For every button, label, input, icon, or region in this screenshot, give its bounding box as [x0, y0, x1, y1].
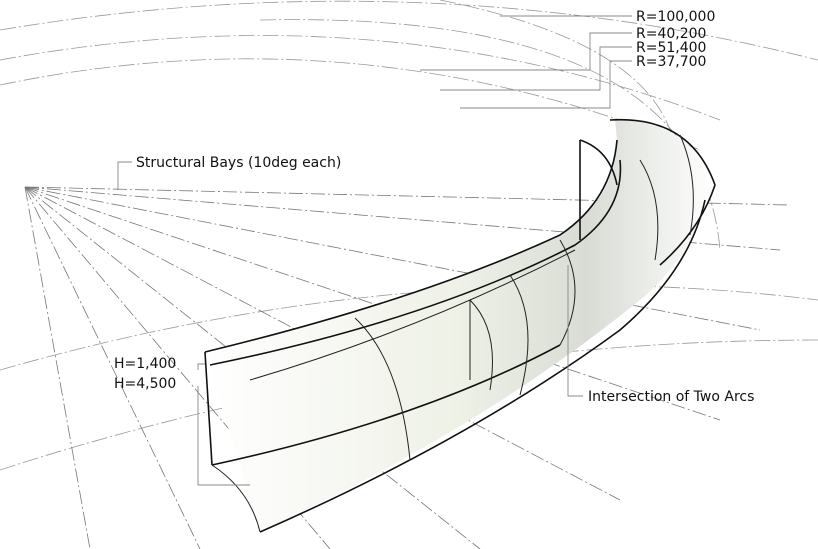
height-label-1400: H=1,400: [114, 356, 176, 372]
curved-band: [204, 118, 716, 533]
radius-label-100000: R=100,000: [636, 9, 715, 25]
intersection-label: Intersection of Two Arcs: [588, 389, 754, 405]
structural-bay-lines: [24, 186, 791, 549]
leader-lines: [117, 15, 632, 486]
height-label-4500: H=4,500: [114, 376, 176, 392]
radius-label-37700: R=37,700: [636, 54, 706, 70]
radius-label-51400: R=51,400: [636, 40, 706, 56]
radius-label-40200: R=40,200: [636, 26, 706, 42]
structural-bays-label: Structural Bays (10deg each): [136, 155, 341, 171]
